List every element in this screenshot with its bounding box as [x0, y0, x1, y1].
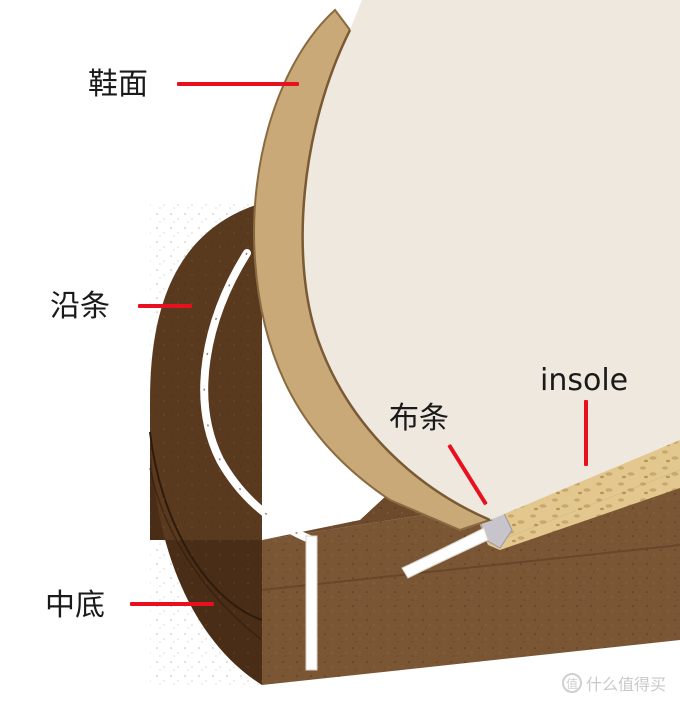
- watermark: 值 什么值得买: [561, 671, 666, 695]
- upper-lining: [302, 0, 680, 520]
- watermark-badge-icon: 值: [561, 673, 582, 693]
- watermark-text: 什么值得买: [585, 675, 666, 694]
- welt-inner-tab: [401, 527, 489, 579]
- label-fabric-strip: 布条: [389, 401, 449, 436]
- welt-stitch: [305, 535, 318, 671]
- leader-welt: [138, 304, 192, 308]
- label-midsole: 中底: [45, 588, 105, 623]
- insole-filler: [488, 470, 680, 550]
- leader-insole: [584, 400, 588, 466]
- leader-upper: [177, 82, 299, 86]
- label-welt: 沿条: [50, 289, 110, 324]
- label-insole: insole: [540, 363, 629, 398]
- leader-midsole: [130, 602, 214, 606]
- label-upper: 鞋面: [88, 67, 148, 102]
- welt-strip: [200, 249, 316, 544]
